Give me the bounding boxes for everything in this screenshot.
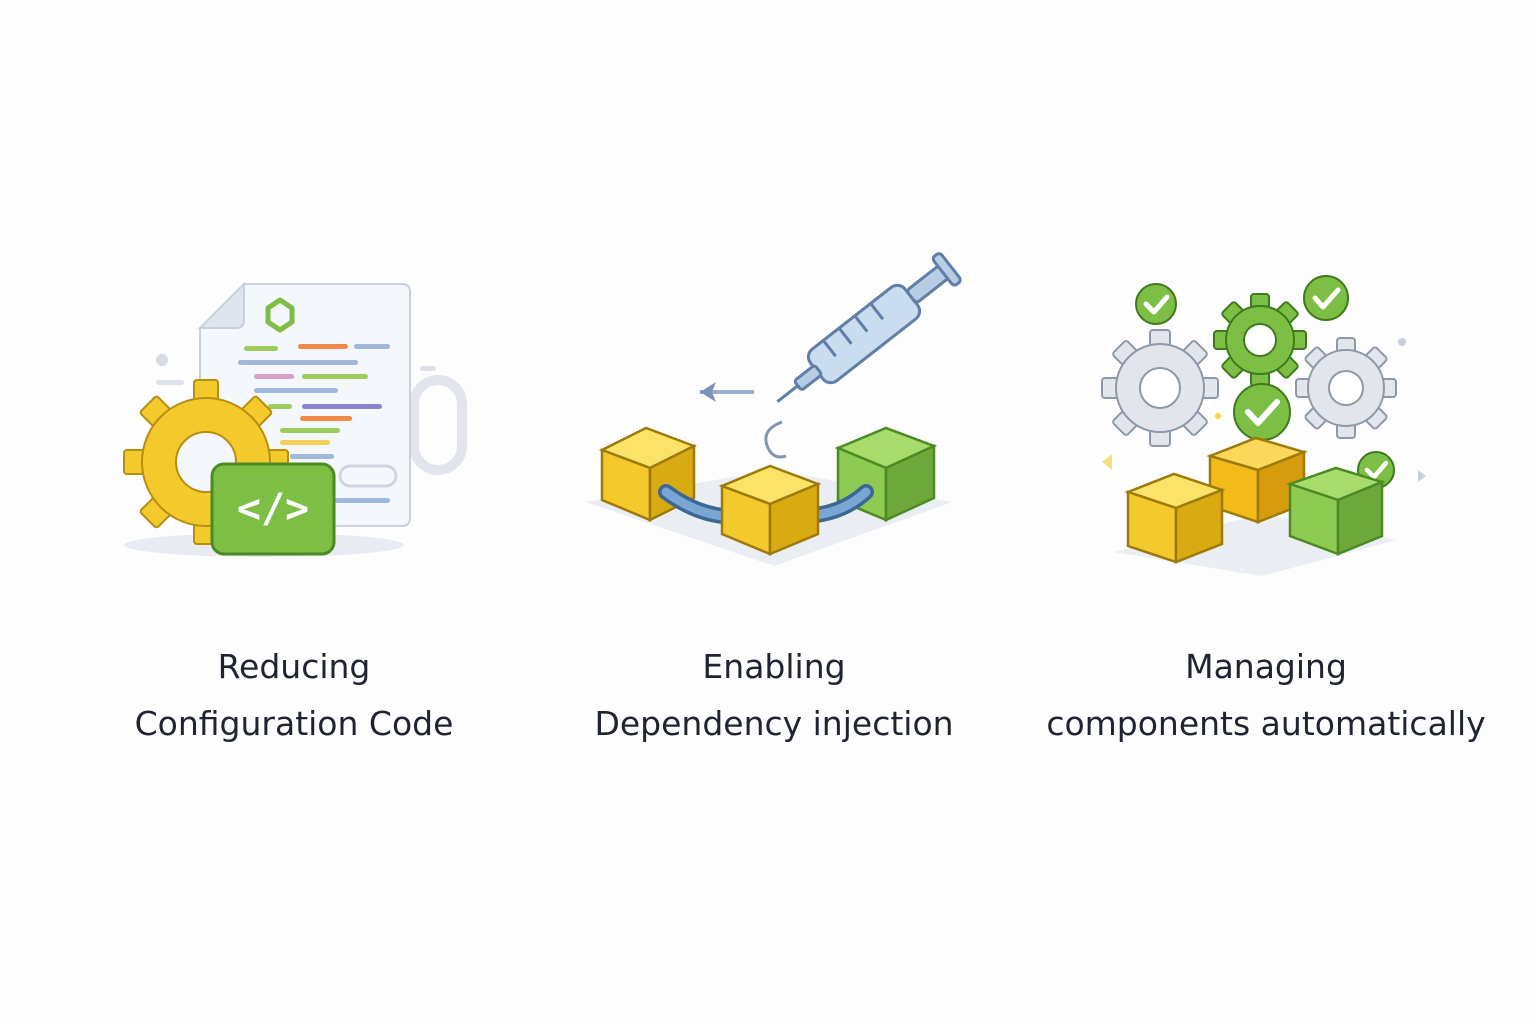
cube-icon: [1286, 466, 1386, 556]
cube-icon: [834, 426, 938, 522]
cube-icon: [718, 464, 822, 556]
gear-icon: [1101, 329, 1219, 447]
check-icon: [1135, 283, 1177, 325]
caption-line-2: Configuration Code: [134, 704, 454, 743]
caption-line-1: Managing: [1185, 647, 1347, 686]
feature-caption: Reducing Configuration Code: [54, 638, 534, 752]
caption-line-2: Dependency injection: [594, 704, 954, 743]
feature-reducing-config: </> Reducing Configuration Code: [84, 270, 504, 750]
config-code-icon: </>: [123, 281, 467, 557]
gear-icon: [1295, 337, 1397, 439]
caption-line-1: Reducing: [217, 647, 371, 686]
caption-line-2: components automatically: [1046, 704, 1486, 743]
caption-line-1: Enabling: [702, 647, 846, 686]
check-icon: [1233, 383, 1291, 441]
check-icon: [1303, 275, 1349, 321]
cube-icon: [1124, 472, 1226, 564]
feature-managing-components: Managing components automatically: [1046, 270, 1486, 750]
gear-icon: [1213, 293, 1307, 387]
component-management-icon: [1101, 275, 1426, 576]
syringe-icon: [776, 252, 962, 403]
dependency-injection-icon: [586, 252, 962, 566]
feature-dependency-injection: Enabling Dependency injection: [564, 252, 984, 750]
feature-caption: Enabling Dependency injection: [534, 638, 1014, 752]
feature-caption: Managing components automatically: [1026, 638, 1506, 752]
svg-text:</>: </>: [237, 486, 309, 532]
